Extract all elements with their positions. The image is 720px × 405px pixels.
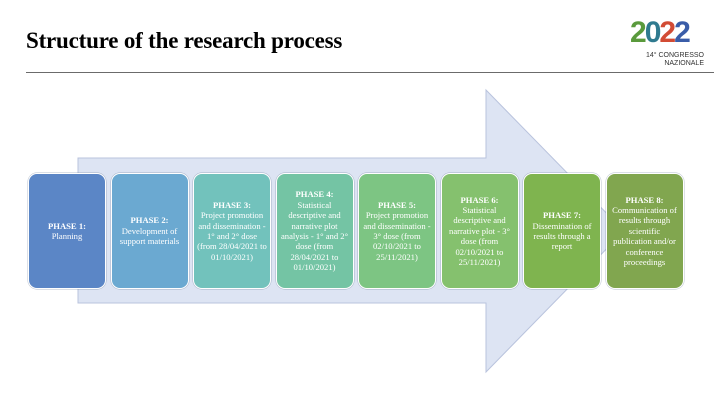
logo-year: 2022 xyxy=(630,16,691,49)
phase-title: PHASE 4: xyxy=(295,189,334,200)
phase-box-3: PHASE 3: Project promotion and dissemina… xyxy=(193,173,271,289)
phase-description: Communication of results through scienti… xyxy=(612,204,677,268)
phase-title: PHASE 2: xyxy=(130,215,169,226)
phase-description: Dissemination of results through a repor… xyxy=(532,220,592,252)
phase-title: PHASE 8: xyxy=(625,194,664,205)
phase-description: Project promotion and dissemination - 1°… xyxy=(197,210,267,262)
phase-title: PHASE 1: xyxy=(48,220,86,231)
phase-description: Planning xyxy=(51,231,83,241)
phase-title: PHASE 5: xyxy=(378,199,416,210)
phase-title: PHASE 7: xyxy=(543,210,581,221)
phase-description: Project promotion and dissemination - 3°… xyxy=(363,210,431,262)
logo-line-1: 14° CONGRESSO xyxy=(645,52,704,59)
phase-description: Statistical descriptive and narrative pl… xyxy=(449,204,510,268)
phase-box-8: PHASE 8: Communication of results throug… xyxy=(605,173,684,289)
phase-box-4: PHASE 4: Statistical descriptive and nar… xyxy=(275,173,354,289)
phase-description: Development of support materials xyxy=(119,225,180,247)
congress-logo: 2022 14° CONGRESSO NAZIONALE xyxy=(630,18,710,68)
phase-title: PHASE 6: xyxy=(460,194,499,205)
phase-box-6: PHASE 6: Statistical descriptive and nar… xyxy=(440,173,519,289)
phase-description: Statistical descriptive and narrative pl… xyxy=(280,199,349,273)
title-divider xyxy=(26,72,714,73)
phase-box-1: PHASE 1: Planning xyxy=(28,173,106,289)
phase-box-5: PHASE 5: Project promotion and dissemina… xyxy=(358,173,436,289)
phase-title: PHASE 3: xyxy=(213,199,251,210)
phase-box-7: PHASE 7: Dissemination of results throug… xyxy=(523,173,601,289)
logo-line-2: NAZIONALE xyxy=(664,60,704,67)
phase-box-2: PHASE 2: Development of support material… xyxy=(110,173,189,289)
page-title: Structure of the research process xyxy=(26,28,343,53)
